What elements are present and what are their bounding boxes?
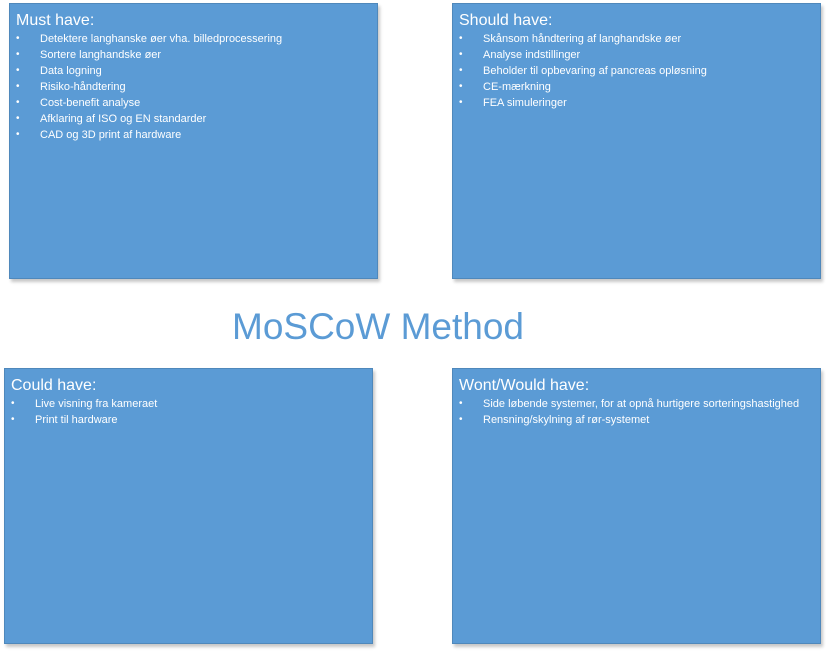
bullet-icon: • <box>16 33 20 44</box>
list-item-text: Data logning <box>40 65 102 77</box>
list-item-text: Detektere langhanske øer vha. billedproc… <box>40 33 283 45</box>
list-item: • Beholder til opbevaring af pancreas opl… <box>453 63 814 79</box>
list-item: • Afklaring af ISO og EN standarder <box>10 111 371 127</box>
list-item-text: Rensning/skylning af rør-systemet <box>483 414 650 426</box>
list-item-text: Beholder til opbevaring af pancreas oplø… <box>483 65 707 77</box>
bullet-icon: • <box>16 97 20 108</box>
list-item-text: Side løbende systemer, for at opnå hurti… <box>483 398 800 410</box>
bullet-icon: • <box>11 398 15 409</box>
should-have-box: Should have: • Skånsom håndtering af lang… <box>452 3 821 279</box>
list-item: • Detektere langhanske øer vha. billedpro… <box>10 31 371 47</box>
bullet-icon: • <box>16 129 20 140</box>
list-item-text: Analyse indstillinger <box>483 49 581 61</box>
list-item-text: Print til hardware <box>35 414 118 426</box>
list-item: • Skånsom håndtering af langhandske øer <box>453 31 814 47</box>
bullet-icon: • <box>459 97 463 108</box>
list-item: • CAD og 3D print af hardware <box>10 127 371 143</box>
list-item: • Rensning/skylning af rør-systemet <box>453 412 814 428</box>
bullet-icon: • <box>16 65 20 76</box>
bullet-icon: • <box>11 414 15 425</box>
bullet-icon: • <box>16 49 20 60</box>
should-have-heading: Should have: <box>459 12 553 29</box>
list-item: • Cost-benefit analyse <box>10 95 371 111</box>
must-have-heading: Must have: <box>16 12 95 29</box>
bullet-icon: • <box>459 414 463 425</box>
wont-have-heading: Wont/Would have: <box>459 377 590 394</box>
list-item-text: Cost-benefit analyse <box>40 97 141 109</box>
list-item: • Risiko-håndtering <box>10 79 371 95</box>
list-item-text: CAD og 3D print af hardware <box>40 129 182 141</box>
list-item: • Live visning fra kameraet <box>5 396 366 412</box>
list-item-text: FEA simuleringer <box>483 97 567 109</box>
list-item: • Data logning <box>10 63 371 79</box>
list-item: • Analyse indstillinger <box>453 47 814 63</box>
could-have-heading: Could have: <box>11 377 97 394</box>
list-item: • CE-mærkning <box>453 79 814 95</box>
must-have-list: • Detektere langhanske øer vha. billedpro… <box>10 31 377 143</box>
bullet-icon: • <box>16 113 20 124</box>
list-item: • Side løbende systemer, for at opnå hurt… <box>453 396 814 412</box>
bullet-icon: • <box>459 81 463 92</box>
could-have-box: Could have: • Live visning fra kameraet • P… <box>4 368 373 644</box>
bullet-icon: • <box>459 33 463 44</box>
list-item: • Print til hardware <box>5 412 366 428</box>
bullet-icon: • <box>459 398 463 409</box>
must-have-box: Must have: • Detektere langhanske øer vha… <box>9 3 378 279</box>
list-item-text: Sortere langhandske øer <box>40 49 162 61</box>
list-item: • Sortere langhandske øer <box>10 47 371 63</box>
list-item-text: Skånsom håndtering af langhandske øer <box>483 33 682 45</box>
list-item-text: CE-mærkning <box>483 81 551 93</box>
diagram-title: MoSCoW Method <box>232 306 524 347</box>
should-have-list: • Skånsom håndtering af langhandske øer • A… <box>453 31 820 111</box>
list-item-text: Live visning fra kameraet <box>35 398 158 410</box>
list-item: • FEA simuleringer <box>453 95 814 111</box>
wont-have-list: • Side løbende systemer, for at opnå hurt… <box>453 396 820 428</box>
list-item-text: Risiko-håndtering <box>40 81 126 93</box>
bullet-icon: • <box>16 81 20 92</box>
wont-have-box: Wont/Would have: • Side løbende systemer,… <box>452 368 821 644</box>
bullet-icon: • <box>459 65 463 76</box>
bullet-icon: • <box>459 49 463 60</box>
list-item-text: Afklaring af ISO og EN standarder <box>40 113 207 125</box>
could-have-list: • Live visning fra kameraet • Print til har… <box>5 396 372 428</box>
